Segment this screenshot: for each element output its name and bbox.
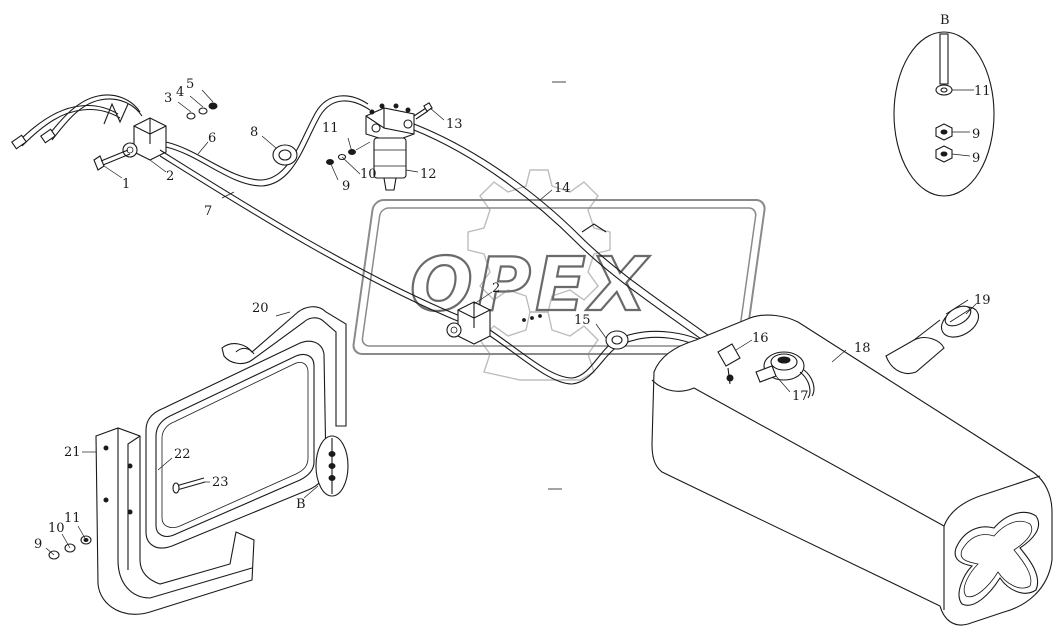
callout-16: 16 <box>752 331 769 346</box>
callout-11-filter: 11 <box>322 121 339 136</box>
callout-1: 1 <box>122 177 130 192</box>
bolt-13 <box>413 102 433 120</box>
callout-23: 23 <box>212 475 229 490</box>
fuel-tank-18 <box>651 314 1053 626</box>
fuel-line-7 <box>159 149 461 323</box>
callout-6: 6 <box>208 131 216 146</box>
bolt-23 <box>172 477 206 494</box>
callout-12: 12 <box>420 167 437 182</box>
callout-4: 4 <box>176 85 184 100</box>
detail-view-b: B <box>893 13 995 197</box>
front-fuel-lines <box>11 94 143 150</box>
callout-7: 7 <box>204 204 212 219</box>
callout-18: 18 <box>854 341 871 356</box>
callout-15: 15 <box>574 313 591 328</box>
callout-11-lower: 11 <box>64 511 81 526</box>
callout-5: 5 <box>186 77 194 92</box>
callout-10-filter: 10 <box>360 167 377 182</box>
detail-view-title: B <box>940 13 950 28</box>
callout-3: 3 <box>164 91 172 106</box>
callout-14: 14 <box>554 181 571 196</box>
leader-lines <box>45 89 977 556</box>
callout-9-detail-a: 9 <box>972 127 980 142</box>
callout-10-lower: 10 <box>48 521 65 536</box>
callout-2-left: 2 <box>166 169 174 184</box>
hose-clamp-16 <box>717 343 777 385</box>
grommet-8 <box>272 144 298 166</box>
mounting-bracket-21 <box>95 427 255 615</box>
callout-13: 13 <box>446 117 463 132</box>
callout-8: 8 <box>250 125 258 140</box>
filter-mount-fasteners <box>326 141 371 165</box>
watermark-frame-inner <box>361 207 757 347</box>
callout-9-detail-b: 9 <box>972 151 980 166</box>
callout-21: 21 <box>64 445 81 460</box>
watermark: OPEX <box>352 169 766 381</box>
grommet-15 <box>605 330 629 350</box>
fuel-filter-12 <box>365 103 415 191</box>
callout-22: 22 <box>174 447 191 462</box>
watermark-frame-outer <box>352 199 766 355</box>
tank-feed-lines <box>489 329 725 385</box>
clamp-bracket-middle <box>446 301 542 345</box>
callout-17: 17 <box>792 389 809 404</box>
fuel-cap-19 <box>940 299 980 338</box>
callout-11-detail: 11 <box>974 84 991 99</box>
return-line-14 <box>413 123 721 351</box>
callout-19: 19 <box>974 293 991 308</box>
callout-b-label: B <box>296 497 306 512</box>
detail-callout-b <box>315 435 349 497</box>
tank-strap-20 <box>221 306 347 427</box>
callout-20: 20 <box>252 301 269 316</box>
rubber-pad-22 <box>145 340 327 549</box>
filler-neck <box>885 319 945 374</box>
callout-9-filter: 9 <box>342 179 350 194</box>
callout-labels: 1 2 2 3 4 5 6 7 8 9 9 9 9 10 10 11 11 11… <box>34 77 991 552</box>
washers-nut-3-4-5 <box>186 102 218 120</box>
watermark-text: OPEX <box>410 242 651 328</box>
clamp-bracket-left <box>122 117 167 161</box>
callout-2-middle: 2 <box>492 281 500 296</box>
callout-9-lower: 9 <box>34 537 42 552</box>
